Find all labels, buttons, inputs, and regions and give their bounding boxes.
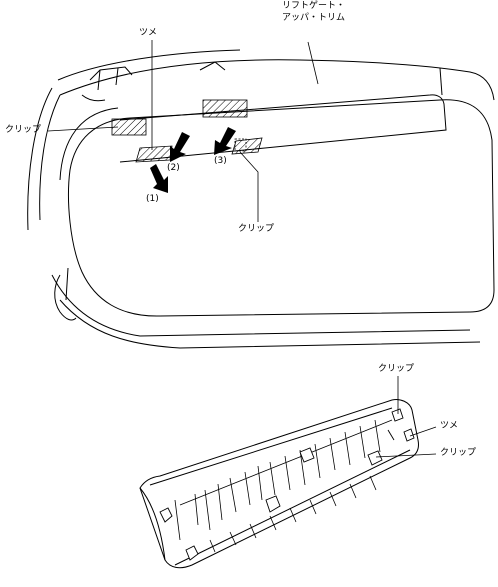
clip-label-center: クリップ bbox=[238, 224, 275, 234]
liftgate-body-outline bbox=[27, 49, 495, 349]
step-label-2: (2) bbox=[167, 163, 180, 173]
bottom-leader-lines bbox=[375, 376, 437, 458]
arrow-step-3 bbox=[214, 127, 236, 155]
arrow-step-2 bbox=[170, 132, 190, 162]
trim-panel bbox=[139, 399, 419, 569]
clip-label-bottom-right: クリップ bbox=[440, 448, 477, 458]
tab-label-bottom: ツメ bbox=[440, 421, 459, 431]
step-label-3: (3) bbox=[214, 156, 227, 166]
liftgate-trim-label-line2: アッパ・トリム bbox=[282, 13, 346, 23]
clip-label-left: クリップ bbox=[5, 125, 42, 135]
hatched-clip-regions bbox=[111, 99, 263, 163]
top-leader-lines bbox=[47, 40, 319, 222]
trim-panel-clips bbox=[159, 408, 415, 561]
liftgate-trim-label-line1: リフトゲート・ bbox=[282, 1, 346, 11]
removal-arrows bbox=[150, 127, 236, 193]
tab-label-top: ツメ bbox=[139, 28, 158, 38]
arrow-step-1 bbox=[150, 164, 168, 193]
step-label-1: (1) bbox=[146, 194, 159, 204]
trim-panel-ribs bbox=[174, 419, 393, 553]
clip-label-bottom-top: クリップ bbox=[378, 364, 415, 374]
